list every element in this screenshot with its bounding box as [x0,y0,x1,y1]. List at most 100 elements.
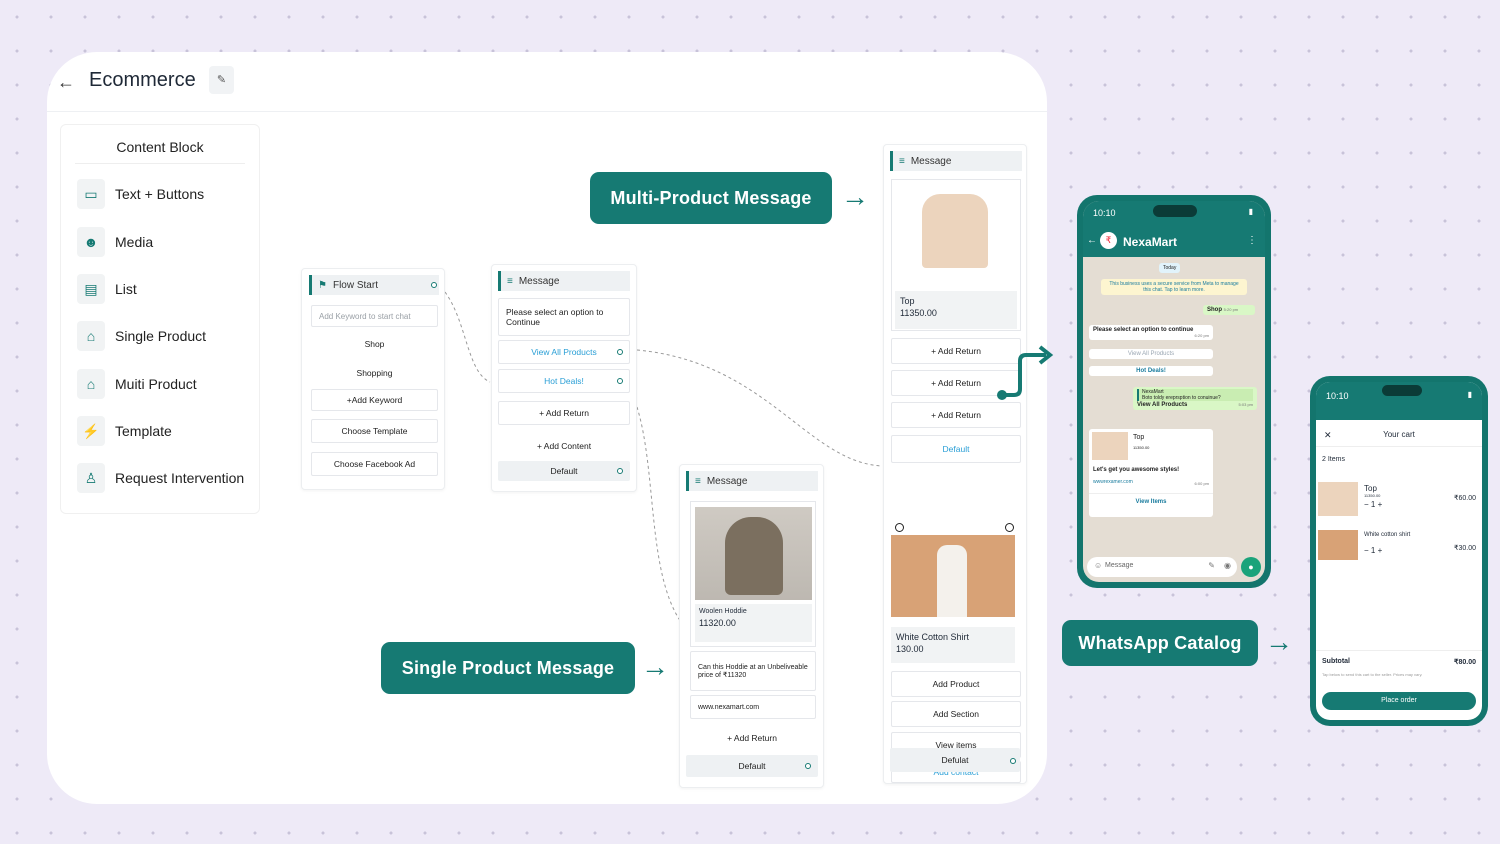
remove-icon[interactable] [1005,523,1014,532]
message-text: Please select an option to Continue [498,298,630,336]
sidebar-item-list[interactable]: ▤List [77,274,137,304]
add-content-button[interactable]: + Add Content [498,437,630,455]
menu-icon: ≡ [507,275,513,287]
connector-handle[interactable] [617,378,623,384]
cart-item-price: ₹30.00 [1454,545,1476,552]
add-keyword-button[interactable]: +Add Keyword [311,389,438,411]
person-icon: ♙ [77,463,105,493]
arrow-right-icon: → [1265,626,1293,657]
product-message-text: Let's get you awesome styles! [1093,467,1180,473]
product-card-top: Top 11350.00 [891,179,1021,331]
keyword-shop[interactable]: Shop [311,332,438,356]
message-node-1[interactable]: ≡ Message Please select an option to Cont… [491,264,637,492]
flag-icon: ⚑ [318,279,327,291]
header: ← Ecommerce ✎ [47,52,1047,112]
flow-builder-panel: ← Ecommerce ✎ Content Block ▭Text + Butt… [47,52,1047,804]
back-arrow-icon[interactable]: ← [1087,235,1097,246]
hoodie-image [695,507,812,600]
close-icon[interactable]: ✕ [1324,430,1332,440]
connector-handle[interactable] [617,349,623,355]
media-icon: ☻ [77,227,105,257]
product-link[interactable]: wwwrexamer.com [1093,479,1133,485]
sidebar-item-text-buttons[interactable]: ▭ Text + Buttons [77,179,204,209]
connector-lines [444,291,883,623]
avatar: ₹ [1100,232,1117,249]
qty-value: 1 [1370,546,1376,555]
whatsapp-catalog-callout: WhatsApp Catalog [1062,620,1258,666]
chat-icon: ▭ [77,179,105,209]
place-order-button[interactable]: Place order [1322,692,1476,710]
add-return-button[interactable]: + Add Return [498,401,630,425]
node-title: Message [518,275,560,287]
message-node-2[interactable]: ≡Message Woolen Hoddie 11320.00 Can this… [679,464,824,788]
message-input[interactable]: ☺ Message ✎ ◉ [1087,557,1237,577]
default-button[interactable]: Default [686,755,818,777]
date-chip: Today [1159,263,1181,273]
connector-handle[interactable] [805,763,811,769]
product-name: Woolen Hoddie [699,608,747,615]
keyword-input[interactable]: Add Keyword to start chat [311,305,438,327]
sidebar-item-media[interactable]: ☻Media [77,227,153,257]
hot-deals-button[interactable]: Hot Deals! [1089,366,1213,376]
qty-value: 1 [1370,500,1376,509]
sidebar-item-label: Text + Buttons [115,186,205,202]
product-info: White Cotton Shirt 130.00 [891,627,1015,663]
product-price: 11350.00 [1133,445,1150,450]
node-title: Flow Start [332,279,378,291]
edit-pencil-icon[interactable]: ✎ [209,66,234,94]
connector-handle[interactable] [431,282,437,288]
drag-handle-icon[interactable] [895,523,904,532]
option-hot-deals[interactable]: Hot Deals! [498,369,630,393]
sidebar-item-request-intervention[interactable]: ♙Request Intervention [77,463,244,493]
add-return-button[interactable]: + Add Return [891,338,1021,364]
cart-item-qty[interactable]: − 1 + [1364,546,1383,555]
business-notice: This business uses a secure service from… [1101,279,1247,295]
cart-item-qty[interactable]: − 1 + [1364,500,1383,509]
cart-item-name: White cotton shirt [1364,532,1411,538]
reply-text: View All Products [1137,402,1188,408]
quote-author: NexaMart [1142,389,1164,395]
subtotal-value: ₹80.00 [1454,659,1476,666]
message-text: Shop [1207,307,1222,313]
mic-icon[interactable]: ● [1241,557,1261,577]
attach-icon[interactable]: ✎ [1208,561,1215,570]
add-section-button[interactable]: Add Section [891,701,1021,727]
divider [1316,650,1482,651]
connector-arrow-icon [997,345,1054,400]
connector-handle[interactable] [617,468,623,474]
divider [75,163,245,164]
more-icon[interactable]: ⋮ [1247,235,1257,246]
emoji-icon[interactable]: ☺ [1094,561,1103,570]
sidebar-item-template[interactable]: ⚡Template [77,416,172,446]
node-header: ⚑ Flow Start [309,275,439,295]
back-arrow-icon[interactable]: ← [57,72,75,92]
add-return-button[interactable]: + Add Return [891,402,1021,428]
sidebar-item-single-product[interactable]: ⌂Single Product [77,321,206,351]
product-name: Top [900,296,915,306]
product-name: White Cotton Shirt [896,632,970,642]
sidebar-item-multi-product[interactable]: ⌂Muiti Product [77,369,197,399]
choose-facebook-ad-button[interactable]: Choose Facebook Ad [311,452,438,476]
add-product-button[interactable]: Add Product [891,671,1021,697]
option-view-all-products[interactable]: View All Products [498,340,630,364]
connector-handle[interactable] [1010,758,1016,764]
cart-item-price: ₹60.00 [1454,495,1476,502]
subtotal-label: Subtotal [1322,658,1350,665]
add-return-button[interactable]: + Add Return [686,729,818,747]
message-body: Can this Hoddie at an Unbeliveable price… [690,651,816,691]
default-button[interactable]: Default [498,461,630,481]
defulat-button[interactable]: Defulat [890,748,1020,772]
view-items-button[interactable]: View Items [1089,493,1213,509]
keyword-shopping[interactable]: Shopping [311,361,438,385]
shop-message: Shop 5:20 pm [1203,305,1255,315]
view-all-products-button[interactable]: View All Products [1089,349,1213,359]
flow-start-node[interactable]: ⚑ Flow Start Add Keyword to start chat Sh… [301,268,445,490]
camera-icon[interactable]: ◉ [1224,561,1231,570]
store-icon: ⌂ [77,321,105,351]
message-node-3[interactable]: ≡Message Top 11350.00 + Add Return + Add… [883,144,1027,784]
camera-notch [1382,385,1422,396]
product-info: Top 11350.00 [895,291,1017,329]
choose-template-button[interactable]: Choose Template [311,419,438,443]
default-button[interactable]: Default [891,435,1021,463]
